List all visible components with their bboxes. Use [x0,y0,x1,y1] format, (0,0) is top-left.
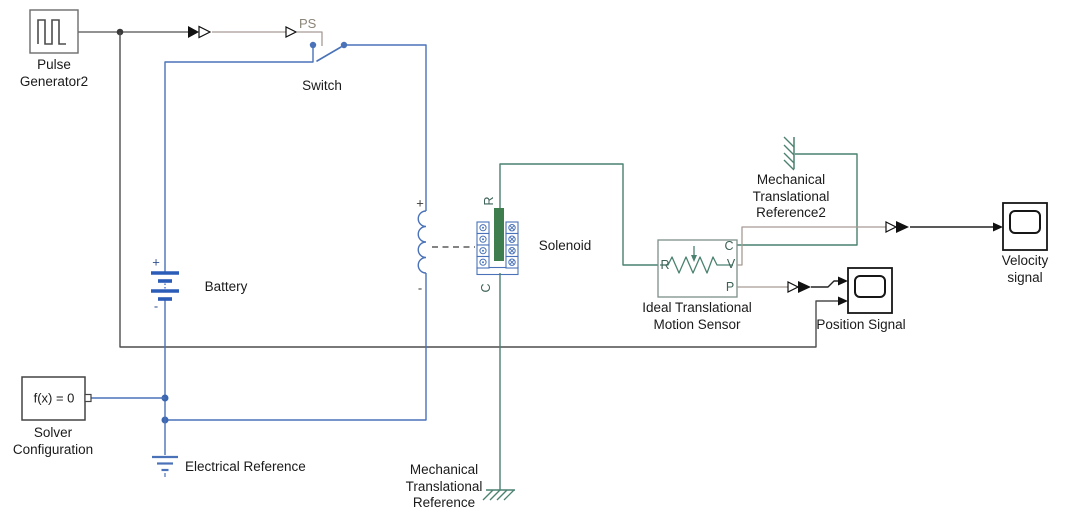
solver-port-icon [84,393,92,403]
ps-port-label: PS [299,16,317,31]
wire-feedback-to-position-scope[interactable] [119,32,848,348]
motion-sensor-block[interactable] [657,239,738,298]
signal-arrowhead-icon [993,222,1003,232]
battery-minus-mark: - [153,298,159,314]
ps-simulink-converter-position-icon[interactable] [787,281,811,293]
solenoid-block-icon[interactable] [476,208,519,276]
wire-switch-to-coil[interactable] [344,44,427,211]
mech-ref-label: Mechanical Translational Reference [405,462,483,510]
battery-plus-mark: + [152,254,160,270]
signal-arrowhead-icon [838,276,848,286]
coil-minus-mark: - [417,280,423,296]
solenoid-plunger [494,208,504,261]
sensor-port-v: V [726,257,736,271]
position-scope-label: Position Signal [816,317,906,332]
solver-config-label: Solver Configuration [12,425,94,457]
ps-port-triangle-icon [285,26,298,38]
down-arrowhead-icon [691,255,697,262]
wire-solenoid-r-to-sensor[interactable] [499,163,658,266]
wire-battery-to-ground[interactable] [161,299,169,455]
motion-sensor-label: Ideal Translational Motion Sensor [642,300,752,332]
solenoid-port-r: R [482,196,496,206]
mech-translational-reference-ground-icon[interactable] [482,489,515,501]
wire-velocity-signal[interactable] [910,222,1003,232]
signal-arrowhead-icon [838,296,848,306]
electrical-ref-label: Electrical Reference [185,459,306,474]
pulse-waveform-icon [37,19,66,45]
battery-label: Battery [204,279,248,294]
position-scope-block[interactable] [847,267,893,314]
solenoid-left-winding-icon [476,221,490,269]
solenoid-port-c: C [479,283,493,293]
wire-ps-to-switch[interactable] [212,26,323,46]
wire-pulse-output[interactable] [78,28,188,36]
wire-sensor-c-to-reference2[interactable] [737,153,858,246]
mech-ref2-label: Mechanical Translational Reference2 [752,172,830,220]
sensor-port-p: P [725,280,735,294]
mech-translational-reference2-ground-icon[interactable] [783,136,795,171]
spring-zigzag-icon [660,256,733,274]
sensor-port-c: C [724,239,734,253]
velocity-scope-label: Velocity signal [1001,253,1049,285]
coil-plus-mark: + [416,195,424,211]
velocity-scope-block[interactable] [1002,202,1048,251]
switch-icon[interactable] [309,41,348,62]
wire-position-signal[interactable] [811,276,848,288]
pulse-generator-block[interactable] [29,9,79,54]
solenoid-right-winding-icon [505,221,519,269]
pulse-generator-label: Pulse Generator2 [19,57,89,89]
solenoid-label: Solenoid [538,238,592,253]
sensor-port-r: R [660,258,670,272]
wire-coil-return[interactable] [161,273,427,424]
scope-screen-icon [1009,210,1041,234]
wire-battery-to-switch[interactable] [164,45,314,273]
inductor-coil-icon[interactable] [417,210,427,274]
battery-icon[interactable] [151,271,179,301]
electrical-reference-ground-icon[interactable] [152,455,178,477]
wire-sensor-v-output[interactable] [737,226,886,266]
switch-label: Switch [302,78,342,93]
solver-expression: f(x) = 0 [33,390,75,406]
ps-simulink-converter-velocity-icon[interactable] [885,221,909,233]
simulink-ps-converter-icon[interactable] [188,25,212,39]
scope-screen-icon [854,275,886,298]
solver-configuration-block[interactable] [21,376,92,421]
